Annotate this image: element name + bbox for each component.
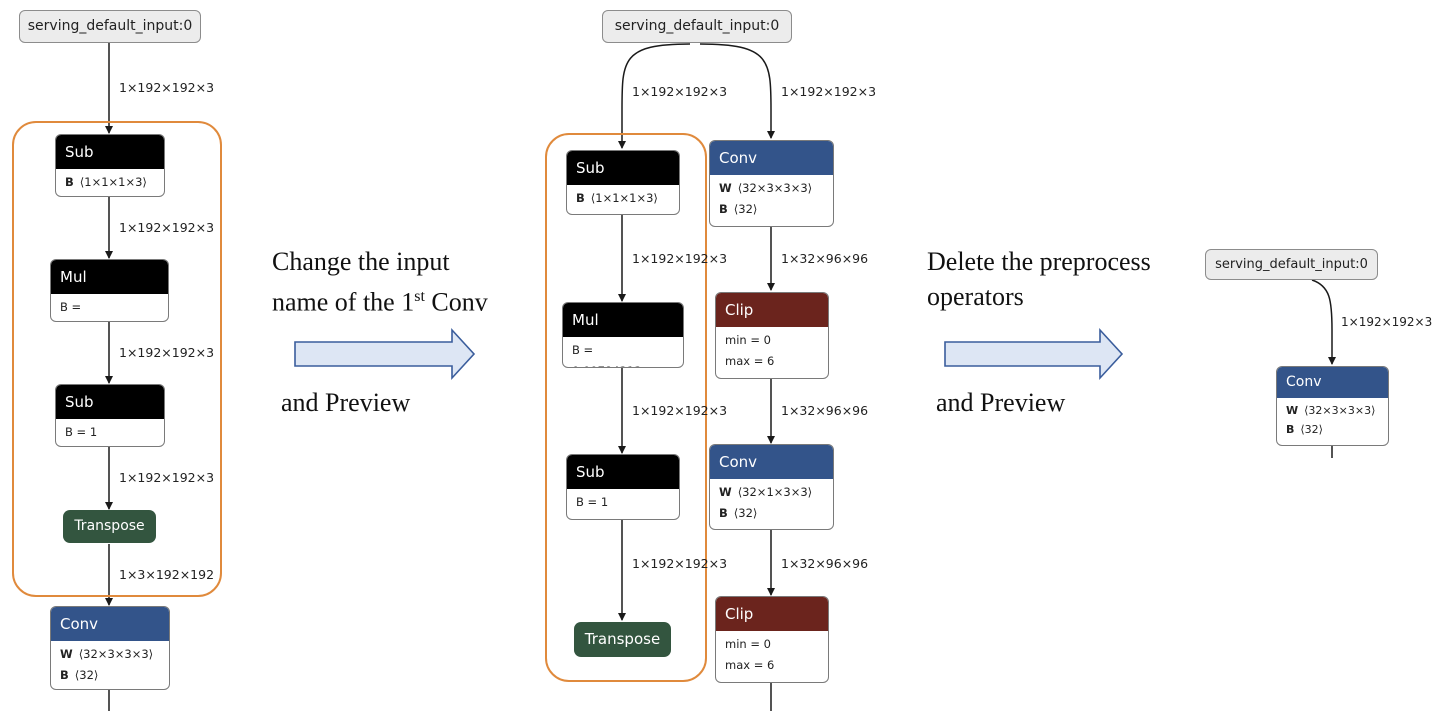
caption-line: Delete the preprocess (927, 247, 1151, 276)
node-title: Sub (567, 151, 679, 185)
edge-mid-input-conv (699, 43, 775, 139)
clip-node[interactable]: Clip min = 0 max = 6 (715, 596, 829, 683)
conv-node[interactable]: Conv W ⟨32×3×3×3⟩ B ⟨32⟩ (50, 606, 170, 690)
transpose-node[interactable]: Transpose (574, 622, 671, 657)
caption-line: name of the 1st Conv (272, 287, 488, 317)
node-title: Mul (563, 303, 683, 337)
input-node-left[interactable]: serving_default_input:0 (19, 10, 201, 43)
attr-key: B (60, 668, 69, 682)
node-title: Clip (716, 293, 828, 327)
edge-label: 1×192×192×3 (781, 84, 877, 99)
mul-node[interactable]: Mul B = 0.00784313... (562, 302, 684, 368)
node-title: Mul (51, 260, 168, 294)
edge-label: 1×192×192×3 (632, 403, 728, 418)
attr-value: min = 0 (725, 333, 771, 347)
edge-label: 1×192×192×3 (632, 556, 728, 571)
attr-value: ⟨32×3×3×3⟩ (737, 181, 813, 195)
node-title: Conv (710, 445, 833, 479)
node-title: Sub (56, 385, 164, 419)
attr-value: ⟨32×3×3×3⟩ (78, 647, 154, 661)
caption-delete-preprocess: Delete the preprocess operators (927, 244, 1151, 314)
attr-value: ⟨1×1×1×3⟩ (79, 175, 147, 189)
preprocess-group-middle (545, 133, 707, 682)
edge-mid-input-sub (618, 43, 691, 149)
attr-key: W (719, 181, 732, 195)
edge-label: 1×192×192×3 (1341, 315, 1433, 329)
preprocess-group-left (12, 121, 222, 597)
attr-value: ⟨32⟩ (74, 668, 99, 682)
edge-label: 1×192×192×3 (119, 220, 215, 235)
caption-and-preview-2: and Preview (936, 388, 1066, 417)
attr-key: B (65, 175, 74, 189)
edge-label: 1×32×96×96 (781, 403, 869, 418)
conv-node[interactable]: Conv W ⟨32×3×3×3⟩ B ⟨32⟩ (1276, 366, 1389, 446)
attr-value: ⟨1×1×1×3⟩ (590, 191, 658, 205)
attr-value: B = 1 (65, 425, 98, 439)
input-node-middle[interactable]: serving_default_input:0 (602, 10, 792, 43)
attr-value: max = 6 (725, 354, 775, 368)
attr-value: ⟨32⟩ (733, 202, 758, 216)
block-arrow-2 (944, 327, 1124, 381)
attr-value: ⟨32⟩ (733, 506, 758, 520)
attr-value: B = 1 (576, 495, 609, 509)
attr-key: W (1286, 404, 1299, 417)
attr-key: B (719, 202, 728, 216)
attr-value: B = 0.00784313... (572, 343, 652, 367)
caption-and-preview-1: and Preview (281, 388, 411, 417)
attr-value: ⟨32×1×3×3⟩ (737, 485, 813, 499)
edge-label: 1×192×192×3 (119, 470, 215, 485)
edge-label: 1×32×96×96 (781, 556, 869, 571)
attr-value: ⟨32⟩ (1300, 423, 1323, 436)
conv-node[interactable]: Conv W ⟨32×1×3×3⟩ B ⟨32⟩ (709, 444, 834, 530)
input-node-right[interactable]: serving_default_input:0 (1205, 249, 1378, 280)
attr-key: W (60, 647, 73, 661)
attr-value: ⟨32×3×3×3⟩ (1304, 404, 1376, 417)
caption-change-input: Change the input name of the 1st Conv (272, 244, 488, 320)
node-title: Conv (1277, 367, 1388, 398)
block-arrow-1 (294, 327, 476, 381)
transpose-node[interactable]: Transpose (63, 510, 156, 543)
node-title: Sub (56, 135, 164, 169)
node-title: Conv (710, 141, 833, 175)
node-title: Sub (567, 455, 679, 489)
attr-key: W (719, 485, 732, 499)
attr-value: B = 0.00784313... (60, 300, 82, 314)
attr-value: max = 6 (725, 658, 775, 672)
clip-node[interactable]: Clip min = 0 max = 6 (715, 292, 829, 379)
conv-node[interactable]: Conv W ⟨32×3×3×3⟩ B ⟨32⟩ (709, 140, 834, 227)
edge-label: 1×192×192×3 (632, 251, 728, 266)
node-title: Conv (51, 607, 169, 641)
caption-line: Change the input (272, 247, 450, 276)
sub-node[interactable]: Sub B = 1 (566, 454, 680, 520)
attr-value: min = 0 (725, 637, 771, 651)
sub-node[interactable]: Sub B ⟨1×1×1×3⟩ (566, 150, 680, 215)
attr-key: B (576, 191, 585, 205)
attr-key: B (719, 506, 728, 520)
attr-key: B (1286, 423, 1295, 436)
mul-node[interactable]: Mul B = 0.00784313... (50, 259, 169, 322)
caption-line: operators (927, 282, 1024, 311)
edge-right-input-conv (1311, 279, 1336, 365)
edge-label: 1×192×192×3 (119, 80, 215, 95)
sub-node[interactable]: Sub B ⟨1×1×1×3⟩ (55, 134, 165, 197)
edge-label: 1×3×192×192 (119, 567, 215, 582)
edge-label: 1×192×192×3 (632, 84, 728, 99)
edge-label: 1×32×96×96 (781, 251, 869, 266)
node-title: Clip (716, 597, 828, 631)
edge-label: 1×192×192×3 (119, 345, 215, 360)
sub-node[interactable]: Sub B = 1 (55, 384, 165, 447)
